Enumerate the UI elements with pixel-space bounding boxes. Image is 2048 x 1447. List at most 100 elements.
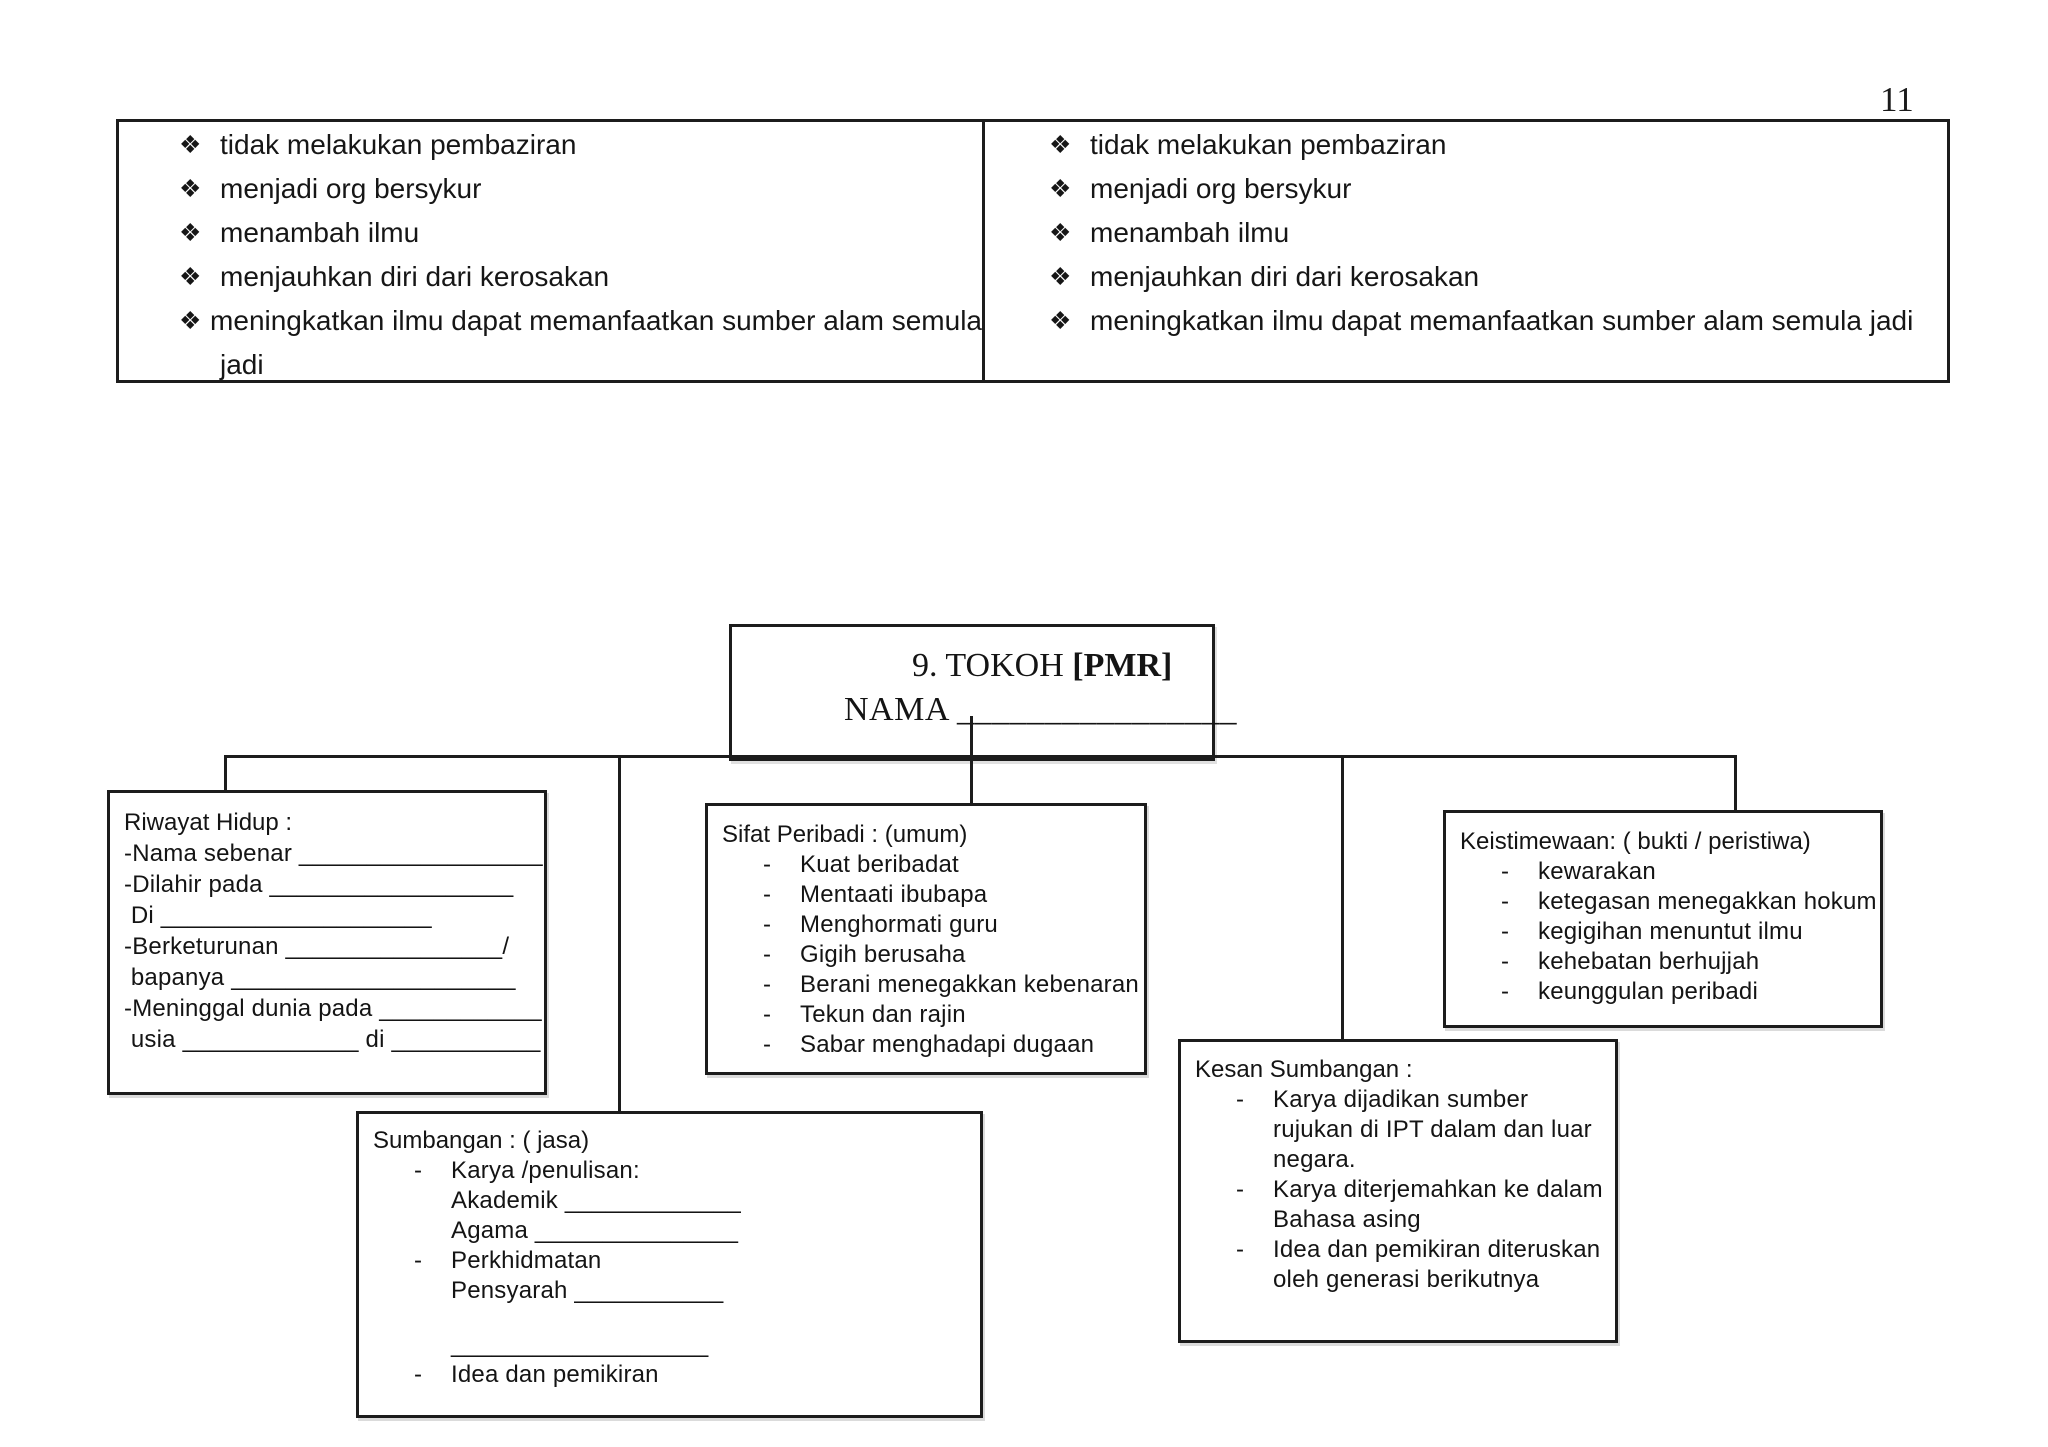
diamond-bullet-icon: ❖ [1049,130,1072,159]
dash-bullet: - [763,851,771,878]
connector-drop-sumbangan [618,755,621,1113]
table-row: ❖menjadi org bersykur [985,167,1947,211]
list-item: rujukan di IPT dalam dan luar [1181,1115,1615,1145]
root-title-pmr-tag: [PMR] [1072,647,1173,684]
list-item-text: ___________________ [451,1331,709,1358]
list-item: -Idea dan pemikiran diteruskan [1181,1235,1615,1265]
list-item-text: kewarakan [1538,858,1656,885]
list-item: -ketegasan menegakkan hokum [1446,887,1880,917]
dash-bullet: - [414,1361,422,1388]
page-number: 11 [1880,80,1914,119]
table-row-text: menjadi org bersykur [1090,173,1352,204]
root-box-title: 9. TOKOH [PMR] [912,647,1212,685]
box-title: Sumbangan : ( jasa) [373,1127,590,1154]
list-item: Agama _______________ [359,1216,980,1246]
list-item-text: Karya dijadikan sumber [1273,1086,1529,1113]
table-row-text: meningkatkan ilmu dapat memanfaatkan sum… [210,305,982,336]
list-item-text: Agama _______________ [451,1217,739,1244]
riwayat-hidup-box: Riwayat Hidup : -Nama sebenar __________… [107,790,547,1095]
sumbangan-box: Sumbangan : ( jasa) -Karya /penulisan: A… [356,1111,983,1418]
connector-drop-keistimewaan [1734,755,1737,812]
table-row: ❖menjauhkan diri dari kerosakan [119,255,982,299]
diamond-bullet-icon: ❖ [179,218,202,247]
list-item: - Karya diterjemahkan ke dalam [1181,1175,1615,1205]
box-title: Sifat Peribadi : (umum) [722,821,968,848]
box-title: Kesan Sumbangan : [1195,1056,1413,1083]
diamond-bullet-icon: ❖ [1049,262,1072,291]
list-item: -Kuat beribadat [708,850,1144,880]
table-row-text: tidak melakukan pembaziran [220,129,577,160]
list-item-text: Sabar menghadapi dugaan [800,1031,1095,1058]
list-item: - Karya dijadikan sumber [1181,1085,1615,1115]
connector-drop-riwayat [224,755,227,792]
form-line: bapanya _____________________ [124,964,516,991]
benefits-table-right-cell: ❖tidak melakukan pembaziran ❖menjadi org… [985,122,1947,380]
sifat-peribadi-box: Sifat Peribadi : (umum) -Kuat beribadat … [705,803,1147,1075]
dash-bullet: - [763,1001,771,1028]
table-row-text: menjauhkan diri dari kerosakan [1090,261,1480,292]
table-row-text: jadi [220,349,264,380]
list-item-text: oleh generasi berikutnya [1273,1266,1540,1293]
tokoh-root-box: 9. TOKOH [PMR] NAMA ________________ [729,624,1237,761]
dash-bullet: - [1501,978,1509,1005]
table-row: ❖ tidak melakukan pembaziran [985,123,1947,167]
list-item-text: keunggulan peribadi [1538,978,1758,1005]
keistimewaan-box: Keistimewaan: ( bukti / peristiwa) - kewa… [1443,810,1883,1028]
table-row: ❖ menambah ilmu [985,211,1947,255]
list-item: negara. [1181,1145,1615,1175]
diamond-bullet-icon: ❖ [179,174,202,203]
box-title: Keistimewaan: ( bukti / peristiwa) [1460,828,1811,855]
dash-bullet [414,1276,451,1306]
list-item-text: Idea dan pemikiran [451,1361,659,1388]
kesan-sumbangan-box: Kesan Sumbangan : - Karya dijadikan sumbe… [1178,1039,1618,1343]
box-title: Riwayat Hidup : [124,809,293,836]
connector-drop-sifat [970,716,973,805]
list-item-text: rujukan di IPT dalam dan luar [1273,1116,1592,1143]
name-blank-line: ________________ [957,691,1238,728]
table-row-text: meningkatkan ilmu dapat memanfaatkan sum… [1090,305,1914,336]
list-item: -kegigihan menuntut ilmu [1446,917,1880,947]
list-item: Bahasa asing [1181,1205,1615,1235]
list-item-text: Karya diterjemahkan ke dalam [1273,1176,1603,1203]
dash-bullet: - [414,1247,422,1274]
list-item-text: Berani menegakkan kebenaran [800,971,1139,998]
form-line: -Meninggal dunia pada ____________ [124,995,542,1022]
dash-bullet: - [1236,1176,1244,1203]
list-item: oleh generasi berikutnya [1181,1265,1615,1295]
table-row-text: menambah ilmu [220,217,420,248]
list-item-text: Mentaati ibubapa [800,881,988,908]
form-line: -Berketurunan ________________/ [124,933,510,960]
table-row-text: menambah ilmu [1090,217,1290,248]
list-item-text: Tekun dan rajin [800,1001,966,1028]
dash-bullet [1236,1115,1273,1145]
table-row: ❖ tidak melakukan pembaziran [119,123,982,167]
diamond-bullet-icon: ❖ [1049,218,1072,247]
dash-bullet [1236,1265,1273,1295]
dash-bullet [1236,1145,1273,1175]
connector-drop-kesan [1341,755,1344,1041]
dash-bullet: - [1501,948,1509,975]
list-item: -Gigih berusaha [708,940,1144,970]
form-line: -Dilahir pada __________________ [124,871,514,898]
connector-horizontal [225,755,1737,758]
diamond-bullet-icon: ❖ [179,130,202,159]
list-item-text: kegigihan menuntut ilmu [1538,918,1803,945]
dash-bullet: - [1236,1086,1244,1113]
table-row-text: tidak melakukan pembaziran [1090,129,1447,160]
list-item-text: negara. [1273,1146,1356,1173]
dash-bullet: - [763,941,771,968]
list-item: - keunggulan peribadi [1446,977,1880,1007]
name-label: NAMA [844,691,958,728]
list-item: ___________________ [359,1330,980,1360]
dash-bullet: - [763,911,771,938]
root-box-name-line: NAMA ________________ [844,691,1237,729]
dash-bullet: - [763,881,771,908]
list-item-text: Pensyarah ___________ [451,1277,724,1304]
table-row: ❖meningkatkan ilmu dapat memanfaatkan su… [119,299,982,343]
dash-bullet: - [414,1157,422,1184]
list-item: - Tekun dan rajin [708,1000,1144,1030]
dash-bullet [1236,1205,1273,1235]
list-item: Pensyarah ___________ [359,1276,980,1306]
form-line: usia _____________ di ___________ [124,1026,541,1053]
form-line: Di ____________________ [124,902,432,929]
